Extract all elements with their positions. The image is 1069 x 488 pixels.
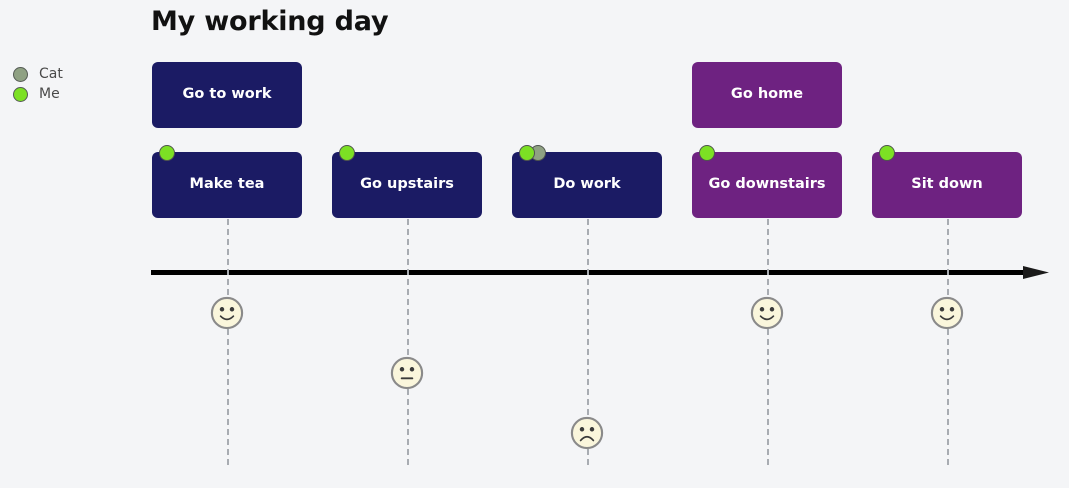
task-box-go-downstairs[interactable]: Go downstairs <box>692 152 842 218</box>
legend-item-cat[interactable]: Cat <box>13 64 123 84</box>
mood-face-happy-icon[interactable] <box>930 296 964 330</box>
task-box-label: Go home <box>730 86 804 103</box>
task-box-make-tea[interactable]: Make tea <box>152 152 302 218</box>
connector-line-sit-down <box>947 219 949 465</box>
legend-item-label: Cat <box>39 66 63 82</box>
legend-swatch-icon <box>13 86 28 102</box>
task-box-label: Make tea <box>189 176 265 193</box>
timeline-axis <box>151 266 1049 279</box>
task-box-label: Go downstairs <box>708 176 826 193</box>
task-box-sit-down[interactable]: Sit down <box>872 152 1022 218</box>
connector-line-go-downstairs <box>767 219 769 465</box>
connector-line-make-tea <box>227 219 229 465</box>
connector-line-do-work <box>587 219 589 465</box>
legend-swatch-icon <box>13 66 28 82</box>
mood-face-happy-icon[interactable] <box>750 296 784 330</box>
actor-dot-me[interactable] <box>879 145 895 161</box>
mood-face-neutral-icon[interactable] <box>390 356 424 390</box>
actor-dot-me[interactable] <box>159 145 175 161</box>
task-box-go-to-work[interactable]: Go to work <box>152 62 302 128</box>
legend-item-me[interactable]: Me <box>13 84 123 104</box>
actor-dot-me[interactable] <box>339 145 355 161</box>
task-box-go-home[interactable]: Go home <box>692 62 842 128</box>
actor-dot-me[interactable] <box>699 145 715 161</box>
task-box-label: Go to work <box>182 86 272 103</box>
mood-face-sad-icon[interactable] <box>570 416 604 450</box>
task-box-do-work[interactable]: Do work <box>512 152 662 218</box>
actor-dot-me[interactable] <box>519 145 535 161</box>
task-box-label: Sit down <box>911 176 983 193</box>
legend-item-label: Me <box>39 86 60 102</box>
connector-line-go-upstairs <box>407 219 409 465</box>
task-box-label: Do work <box>553 176 621 193</box>
page-title: My working day <box>151 6 389 37</box>
task-box-label: Go upstairs <box>360 176 454 193</box>
task-box-go-upstairs[interactable]: Go upstairs <box>332 152 482 218</box>
mood-face-happy-icon[interactable] <box>210 296 244 330</box>
